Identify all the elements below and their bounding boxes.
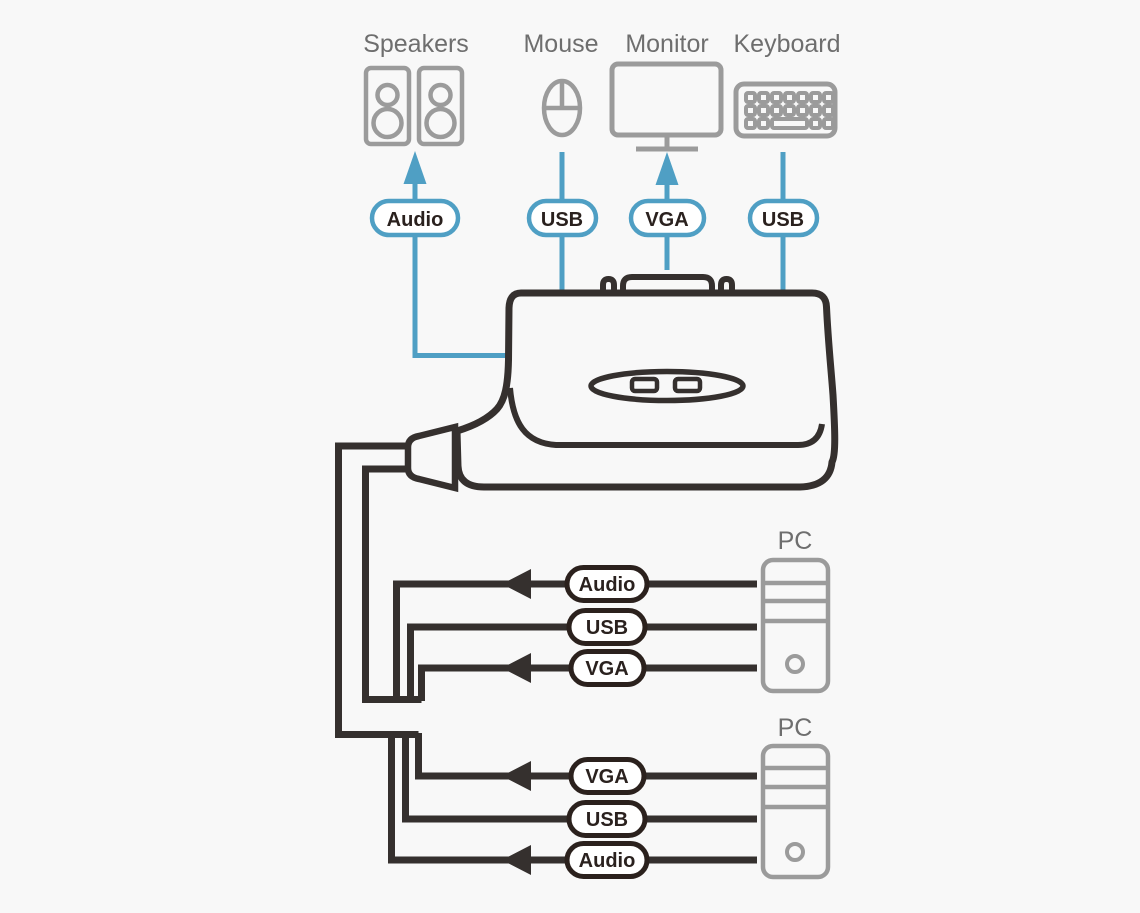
monitor-label: Monitor [625,30,708,58]
kvm-port-oval [588,368,746,404]
pill-speakers-audio-text: Audio [387,209,444,231]
pill-pc1-audio-text: Audio [579,574,636,596]
pill-pc1-vga-text: VGA [585,658,628,680]
pill-pc2-audio-text: Audio [579,850,636,872]
cable-speakers-audio [412,180,512,358]
pc2-tower-icon [760,743,831,880]
mouse-label: Mouse [523,30,598,58]
pill-mouse-usb-text: USB [541,209,583,231]
pill-pc2-vga: VGA [568,757,647,795]
arrow-up-speakers-icon [403,151,427,184]
arrow-up-monitor-icon [655,152,679,185]
pill-pc2-usb: USB [566,800,648,838]
arrow-left-pc2-audio-icon [502,845,531,875]
pill-pc1-usb-text: USB [586,617,628,639]
pill-pc1-vga: VGA [568,649,647,687]
monitor-icon [609,61,724,152]
pc2-label: PC [778,714,813,742]
pill-mouse-usb: USB [526,198,599,238]
pill-monitor-vga: VGA [628,198,707,238]
pill-keyboard-usb: USB [747,198,820,238]
pill-speakers-audio: Audio [369,198,461,238]
vga-port-icon [600,274,735,295]
pill-pc1-usb: USB [566,608,648,646]
pill-pc1-audio: Audio [564,565,650,603]
pc1-tower-icon [760,557,831,694]
arrow-left-pc1-vga-icon [502,653,531,683]
keyboard-label: Keyboard [733,30,840,58]
pill-pc2-usb-text: USB [586,809,628,831]
pill-monitor-vga-text: VGA [645,209,688,231]
kvm-switch-inner-edge [507,387,825,448]
kvm-port-2-icon [672,376,703,394]
kvm-switch-icon [404,274,839,493]
keyboard-icon [733,81,838,139]
arrow-left-pc2-vga-icon [502,761,531,791]
pill-pc2-audio: Audio [564,841,650,879]
kvm-port-1-icon [629,376,660,394]
speakers-label: Speakers [363,30,469,58]
speakers-icon [363,65,465,147]
arrow-left-pc1-audio-icon [502,569,531,599]
cable-plug [404,422,459,493]
pill-pc2-vga-text: VGA [585,766,628,788]
mouse-icon [541,78,583,138]
pill-keyboard-usb-text: USB [762,209,804,231]
pc1-label: PC [778,527,813,555]
